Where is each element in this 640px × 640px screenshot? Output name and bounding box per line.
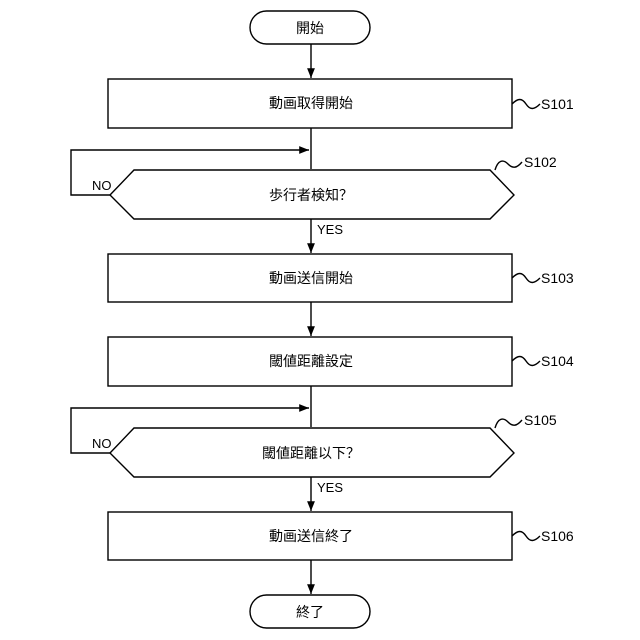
- process-s104-label: 閾値距離設定: [269, 353, 353, 370]
- s102-leader-line: [495, 161, 522, 170]
- s102-no-label: NO: [92, 178, 112, 193]
- step-id-s105: S105: [524, 412, 557, 428]
- process-s103-label: 動画送信開始: [269, 271, 353, 287]
- start-terminal: 開始: [250, 11, 370, 44]
- s106-leader-line: [512, 532, 540, 541]
- process-s106-label: 動画送信終了: [269, 529, 353, 545]
- step-id-s101: S101: [541, 96, 574, 112]
- decision-s102: 歩行者検知？: [110, 170, 514, 219]
- s102-yes-label: YES: [317, 222, 343, 237]
- decision-s105-label: 閾値距離以下？: [262, 445, 360, 462]
- step-id-s106: S106: [541, 528, 574, 544]
- process-s103: 動画送信開始: [108, 254, 512, 302]
- decision-s105: 閾値距離以下？: [110, 428, 514, 477]
- process-s101: 動画取得開始: [108, 79, 512, 128]
- end-label: 終了: [296, 605, 324, 621]
- s105-leader-line: [495, 419, 522, 428]
- decision-s102-label: 歩行者検知？: [269, 187, 353, 204]
- s105-no-label: NO: [92, 436, 112, 451]
- end-terminal: 終了: [250, 595, 370, 628]
- process-s101-label: 動画取得開始: [269, 95, 353, 112]
- process-s104: 閾値距離設定: [108, 337, 512, 386]
- s101-leader-line: [512, 100, 540, 109]
- start-label: 開始: [296, 21, 324, 37]
- s103-leader-line: [512, 274, 540, 283]
- step-id-s104: S104: [541, 353, 574, 369]
- step-id-s102: S102: [524, 154, 557, 170]
- s104-leader-line: [512, 357, 540, 366]
- process-s106: 動画送信終了: [108, 512, 512, 560]
- s105-yes-label: YES: [317, 480, 343, 495]
- step-id-s103: S103: [541, 270, 574, 286]
